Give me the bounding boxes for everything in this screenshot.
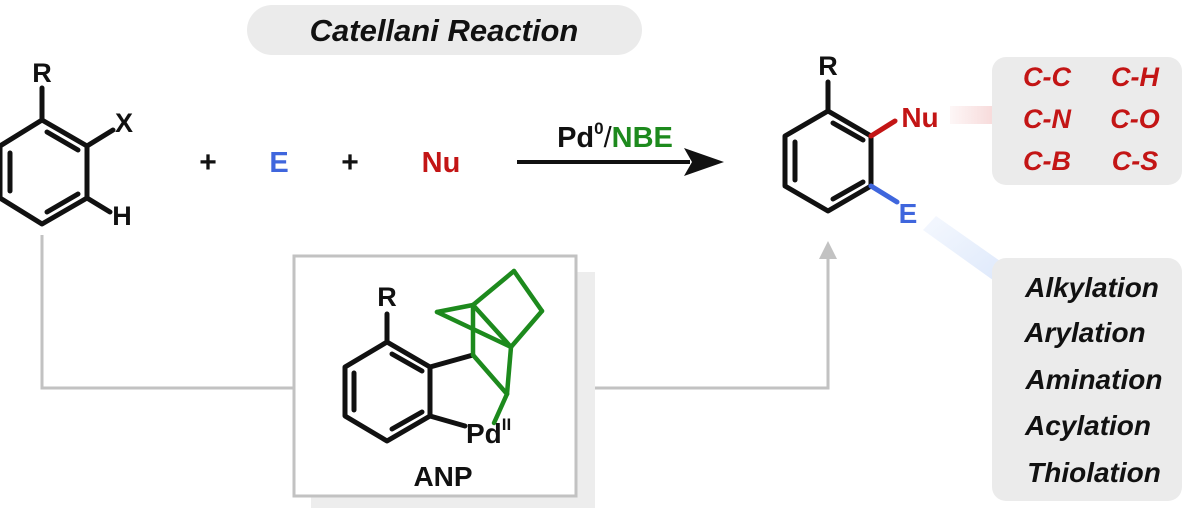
product-nu-bond [868, 118, 898, 139]
reaction-arrow-head [684, 148, 724, 176]
anp-structure [342, 311, 476, 444]
e-reaction-alkylation: Alkylation [1024, 272, 1159, 303]
anp-r-label: R [377, 282, 397, 312]
nu-bond-c-h: C-H [1111, 62, 1159, 92]
e-reaction-box [992, 258, 1182, 501]
nucleophile-label: Nu [422, 147, 461, 179]
mediator-label: NBE [612, 122, 673, 154]
catalyst-label: Pd [557, 122, 594, 154]
anp-metal: Pd [466, 418, 502, 449]
nu-bond-c-o: C-O [1110, 104, 1160, 134]
product-r-label: R [818, 51, 838, 81]
product-structure [782, 79, 874, 214]
nu-highlight-band [950, 106, 1000, 124]
e-reaction-thiolation: Thiolation [1027, 457, 1161, 488]
product-e-label: E [899, 198, 918, 229]
e-reaction-arylation: Arylation [1023, 317, 1145, 348]
e-highlight-band [923, 216, 1010, 283]
nu-bond-c-b: C-B [1023, 146, 1071, 176]
nu-bond-c-c: C-C [1023, 62, 1071, 92]
catalyst-oxidation-state: 0 [594, 119, 603, 138]
nu-bond-c-s: C-S [1112, 146, 1159, 176]
electrophile-label: E [269, 147, 288, 179]
product-e-bond [868, 183, 900, 205]
product-nu-label: Nu [901, 102, 938, 133]
plus-sign-1: + [199, 146, 217, 179]
nu-bond-box [992, 57, 1182, 185]
aryl-halide-structure [0, 85, 116, 227]
title: Catellani Reaction [310, 13, 579, 48]
nu-bond-c-n: C-N [1023, 104, 1071, 134]
conditions-separator: / [604, 122, 613, 154]
plus-sign-2: + [341, 146, 359, 179]
conditions-label: Pd0/NBE [557, 119, 673, 154]
e-reaction-acylation: Acylation [1024, 410, 1151, 441]
aryl-h-label: H [112, 201, 132, 231]
aryl-x-label: X [115, 108, 133, 138]
anp-metal-oxidation-state: II [502, 415, 511, 434]
aryl-r-label: R [32, 58, 52, 88]
title-pill [247, 5, 642, 55]
anp-box [292, 254, 578, 498]
anp-name: ANP [413, 461, 472, 492]
norbornene-fragment [434, 268, 545, 426]
e-reaction-amination: Amination [1025, 364, 1163, 395]
anp-metal-label: PdII [466, 415, 511, 449]
